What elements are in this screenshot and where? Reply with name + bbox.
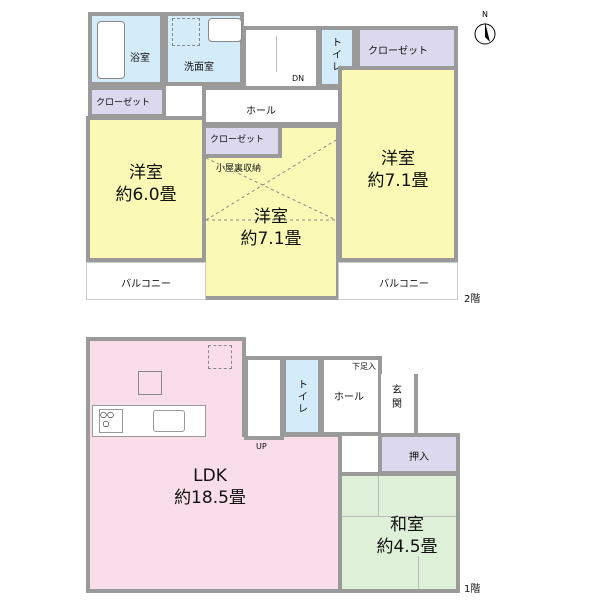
sink-icon <box>208 18 242 42</box>
shoe-storage: 下足入 <box>352 362 376 371</box>
hall-2f: ホール <box>202 86 358 126</box>
toilet-2f[interactable]: トイレ <box>318 26 356 88</box>
closet-middle[interactable]: クローゼット <box>206 128 282 158</box>
western-room-right[interactable]: 洋室 約7.1畳 <box>338 66 458 262</box>
skylight-icon <box>138 371 162 395</box>
balcony-left: バルコニー <box>86 262 206 300</box>
washroom: 洗面室 <box>164 12 244 86</box>
compass-north-icon: N <box>474 10 496 45</box>
stove-icon: ○○ ○ <box>99 409 123 433</box>
oshiire[interactable]: 押入 <box>378 433 460 475</box>
sink-icon <box>153 410 185 432</box>
stairs[interactable]: DN <box>242 26 320 90</box>
stairs-1f-direction: UP <box>256 442 267 451</box>
bathroom: 浴室 <box>88 12 164 86</box>
toilet-1f[interactable]: トイレ <box>282 356 322 436</box>
western-room-middle[interactable]: クローゼット 小屋裏収納 洋室 約7.1畳 <box>202 124 340 300</box>
western-room-left[interactable]: 洋室 約6.0畳 <box>86 116 206 262</box>
stairs-1f[interactable] <box>244 356 284 440</box>
bathtub-icon <box>97 21 125 79</box>
ldk-upper-right <box>206 337 246 437</box>
skylight-icon <box>172 18 200 46</box>
closet-right[interactable]: クローゼット <box>356 26 458 70</box>
closet-left[interactable]: クローゼット <box>88 86 166 118</box>
skylight-icon <box>208 345 232 369</box>
japanese-room[interactable]: 和室 約4.5畳 <box>338 472 460 593</box>
ldk-label: LDK 約18.5畳 <box>174 466 246 508</box>
attic-outline <box>206 139 336 221</box>
entrance[interactable]: 玄関 <box>380 374 418 436</box>
kitchen-counter: ○○ ○ <box>92 405 206 437</box>
hall-1f: ホール <box>320 356 382 436</box>
balcony-right: バルコニー <box>338 262 458 300</box>
